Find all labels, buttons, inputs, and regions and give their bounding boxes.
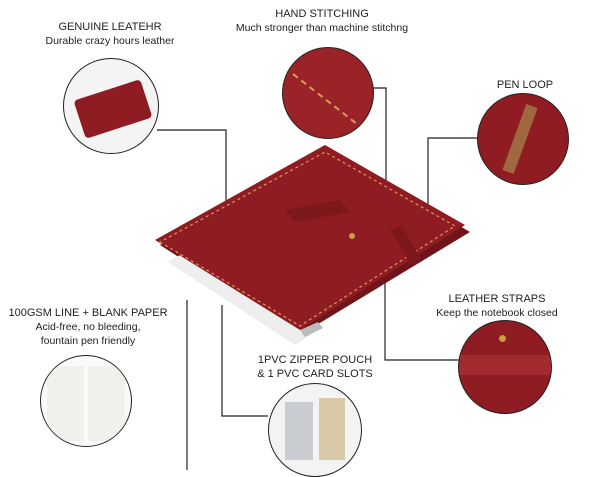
feature-title: GENUINE LEATEHR xyxy=(58,21,162,33)
feature-desc: Acid-free, no bleeding, xyxy=(35,321,141,333)
feature-desc: Much stronger than machine stitchng xyxy=(235,22,409,34)
strap-closeup-icon xyxy=(458,320,552,414)
feature-title: LEATHER STRAPS xyxy=(448,293,546,305)
feature-pouch-label: 1PVC ZIPPER POUCH & 1 PVC CARD SLOTS xyxy=(257,353,373,381)
stitching-closeup-icon xyxy=(282,47,374,139)
feature-title: 1PVC ZIPPER POUCH xyxy=(257,354,373,366)
connector-pouch xyxy=(221,305,268,417)
feature-title: HAND STITCHING xyxy=(275,8,369,20)
feature-paper-label: 100GSM LINE + BLANK PAPER Acid-free, no … xyxy=(8,306,167,348)
pen-loop-closeup-icon xyxy=(477,93,569,185)
connector-pen-loop xyxy=(427,137,478,232)
feature-title: PEN LOOP xyxy=(496,79,554,91)
feature-pen-loop-label: PEN LOOP xyxy=(497,78,553,92)
pvc-pouch-closeup-icon xyxy=(268,383,362,477)
connector-straps xyxy=(384,280,460,361)
feature-desc: Durable crazy hours leather xyxy=(45,35,175,47)
feature-straps-label: LEATHER STRAPS Keep the notebook closed xyxy=(436,292,557,320)
leather-notebook-closeup-icon xyxy=(63,58,159,154)
feature-leather-label: GENUINE LEATEHR Durable crazy hours leat… xyxy=(46,20,175,48)
feature-desc: & 1 PVC CARD SLOTS xyxy=(257,368,373,380)
notebook-image xyxy=(155,145,470,345)
connector-leather xyxy=(157,129,227,222)
connector-stitching xyxy=(372,87,387,205)
feature-stitching-label: HAND STITCHING Much stronger than machin… xyxy=(236,7,408,35)
feature-desc: Keep the notebook closed xyxy=(436,307,558,319)
feature-desc: fountain pen friendly xyxy=(40,335,136,347)
feature-title: 100GSM LINE + BLANK PAPER xyxy=(8,307,168,319)
paper-pages-closeup-icon xyxy=(40,355,132,447)
